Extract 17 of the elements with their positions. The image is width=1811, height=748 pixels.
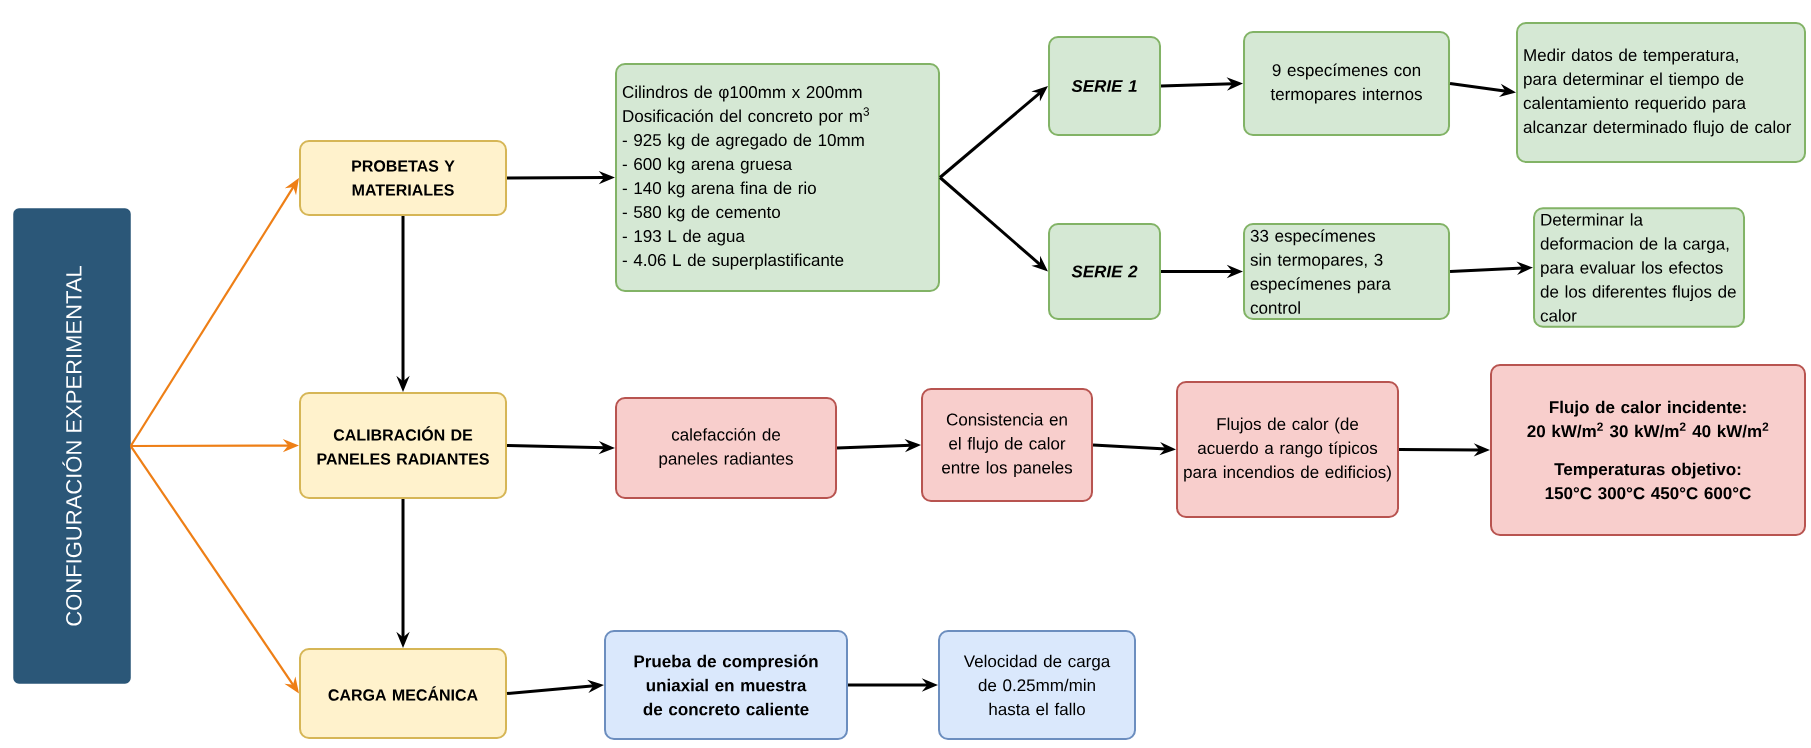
process-box: 9 especímenes con termopares internos — [1243, 31, 1450, 136]
process-box: Consistencia en el flujo de calor entre los paneles — [921, 388, 1093, 502]
process-box: SERIE 2 — [1048, 223, 1161, 320]
process-box: Velocidad de carga de 0.25mm/min hasta el fallo — [938, 630, 1136, 740]
process-box: Flujos de calor (de acuerdo a rango típicos para incendios de edificios) — [1176, 381, 1399, 518]
process-box: PROBETAS Y MATERIALES — [299, 140, 507, 216]
process-box: Determinar la deformacion de la carga, para evaluar los efectos de los diferentes flujos de calor — [1533, 207, 1745, 328]
process-box: Medir datos de temperatura, para determinar el tiempo de calentamiento requerido para alcanzar determinado flujo de calor — [1516, 22, 1806, 163]
process-box: 33 especímenes sin termopares, 3 especímenes para control — [1243, 223, 1450, 320]
title-box: CONFIGURACIÓN EXPERIMENTAL — [13, 208, 131, 684]
process-box: CARGA MECÁNICA — [299, 648, 507, 739]
process-box: calefacción de paneles radiantes — [615, 397, 837, 499]
process-box: Prueba de compresión uniaxial en muestra de concreto caliente — [604, 630, 848, 740]
process-box: SERIE 1 — [1048, 36, 1161, 136]
process-box: Cilindros de φ100mm x 200mm Dosificación del concreto por m$^{3}$ - 925 kg de agregado de 10mm - 600 kg arena gruesa - 140 kg arena fina de rio - 580 kg de cemento - 193 L de agua - 4.06 L de superplastificante — [615, 63, 940, 292]
process-box: CALIBRACIÓN DE PANELES RADIANTES — [299, 392, 507, 499]
process-box: Flujo de calor incidente: 20 kW/m$^{2}$ 30 kW/m$^{2}$ 40 kW/m$^{2}$ Temperaturas objetivo: 150°C 300°C 450°C 600°C — [1490, 364, 1806, 536]
